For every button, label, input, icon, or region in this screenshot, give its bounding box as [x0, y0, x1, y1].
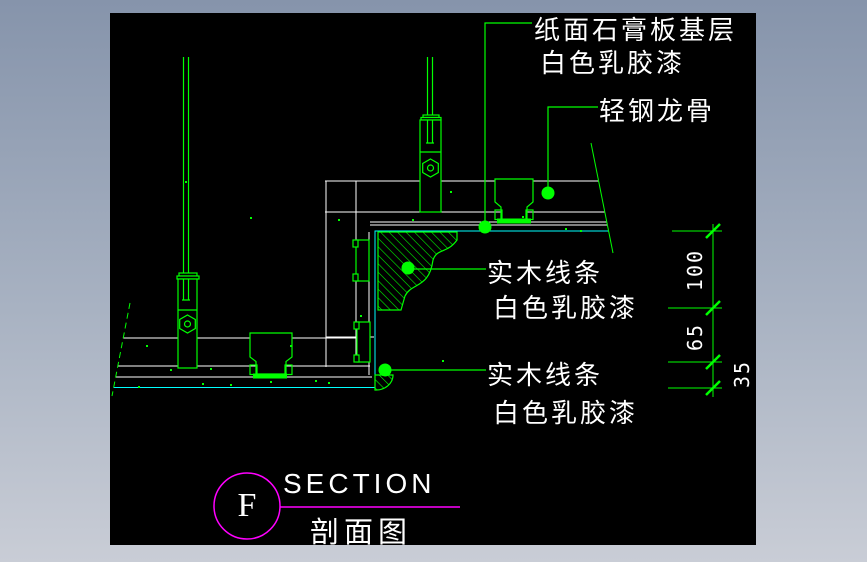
dimension-lines: [668, 223, 722, 397]
hatch-specks: [138, 181, 582, 388]
hanger-rod-left: [182, 57, 190, 273]
keel-clip-upper: [494, 178, 534, 224]
section-mark: [213, 472, 460, 540]
section-title-en: SECTION: [283, 468, 436, 499]
dimension-ticks: [705, 223, 721, 396]
molding-lower-label-line2: 白色乳胶漆: [493, 399, 639, 429]
break-line-right: [590, 142, 614, 254]
molding-upper-label-line1: 实木线条: [487, 259, 604, 289]
keel-clip-lower: [249, 332, 293, 379]
leader-lines: [391, 22, 598, 371]
drawing-canvas[interactable]: 纸面石膏板基层 白色乳胶漆 轻钢龙骨 实木线条 白色乳胶漆 实木线条 白色乳胶漆…: [110, 13, 756, 549]
gypsum-label-line2: 白色乳胶漆: [540, 49, 686, 79]
hanger-rod-right: [426, 57, 434, 115]
hex-nut-left: [179, 314, 196, 334]
hex-nut-right: [422, 158, 439, 178]
section-title-zh: 剖面图: [310, 515, 413, 549]
dimension-text-100: 100: [683, 248, 707, 292]
molding-upper-label-line2: 白色乳胶漆: [493, 294, 639, 324]
section-drawing: [111, 22, 722, 540]
hanger-body-right: [419, 119, 442, 213]
leader-dots: [378, 186, 555, 377]
hanger-assembly-right: [419, 57, 442, 213]
dimension-text-35: 35: [730, 359, 754, 389]
break-line-left: [111, 302, 131, 397]
keel-label: 轻钢龙骨: [599, 97, 716, 127]
finish-face-profile: [113, 230, 609, 389]
cove-molding-hatched: [374, 374, 394, 391]
hanger-assembly-left: [176, 57, 200, 369]
section-circle: [213, 472, 281, 540]
crown-molding-hatched: [377, 231, 458, 311]
hanger-body-left: [177, 278, 198, 369]
break-lines: [111, 142, 614, 397]
furring-channels: [352, 239, 371, 363]
gypsum-label-line1: 纸面石膏板基层: [534, 16, 738, 46]
dimension-text-65: 65: [683, 322, 707, 352]
molding-lower-label-line1: 实木线条: [487, 361, 604, 391]
section-ref-letter: F: [237, 487, 257, 524]
